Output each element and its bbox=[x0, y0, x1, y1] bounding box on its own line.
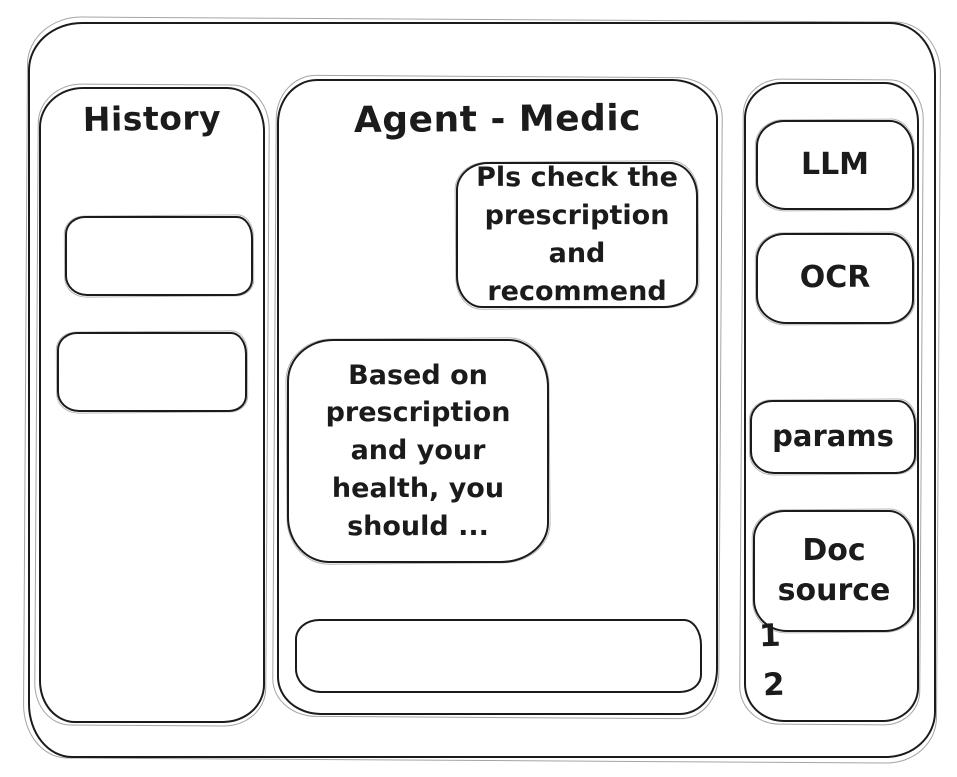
chat-panel: Agent - Medic Pls check the prescription… bbox=[277, 79, 718, 715]
chat-title: Agent - Medic bbox=[353, 97, 642, 142]
history-item[interactable] bbox=[57, 332, 247, 412]
history-title: History bbox=[82, 98, 222, 139]
params-button[interactable]: params bbox=[750, 400, 916, 474]
doc-source-item-2[interactable]: 2 bbox=[762, 666, 786, 704]
doc-source-button[interactable]: Doc source bbox=[753, 510, 915, 632]
message-input[interactable] bbox=[295, 619, 702, 693]
app-window-frame: History Agent - Medic Pls check the pres… bbox=[28, 22, 936, 758]
user-message-bubble: Pls check the prescription and recommend bbox=[456, 162, 698, 308]
ocr-button[interactable]: OCR bbox=[756, 233, 914, 324]
doc-source-item-1[interactable]: 1 bbox=[758, 617, 782, 655]
history-item[interactable] bbox=[65, 216, 253, 296]
history-panel: History bbox=[39, 87, 265, 723]
tools-panel: LLM OCR params Doc source 1 2 bbox=[744, 82, 919, 722]
assistant-message-bubble: Based on prescription and your health, y… bbox=[287, 339, 549, 563]
llm-button[interactable]: LLM bbox=[756, 120, 914, 210]
